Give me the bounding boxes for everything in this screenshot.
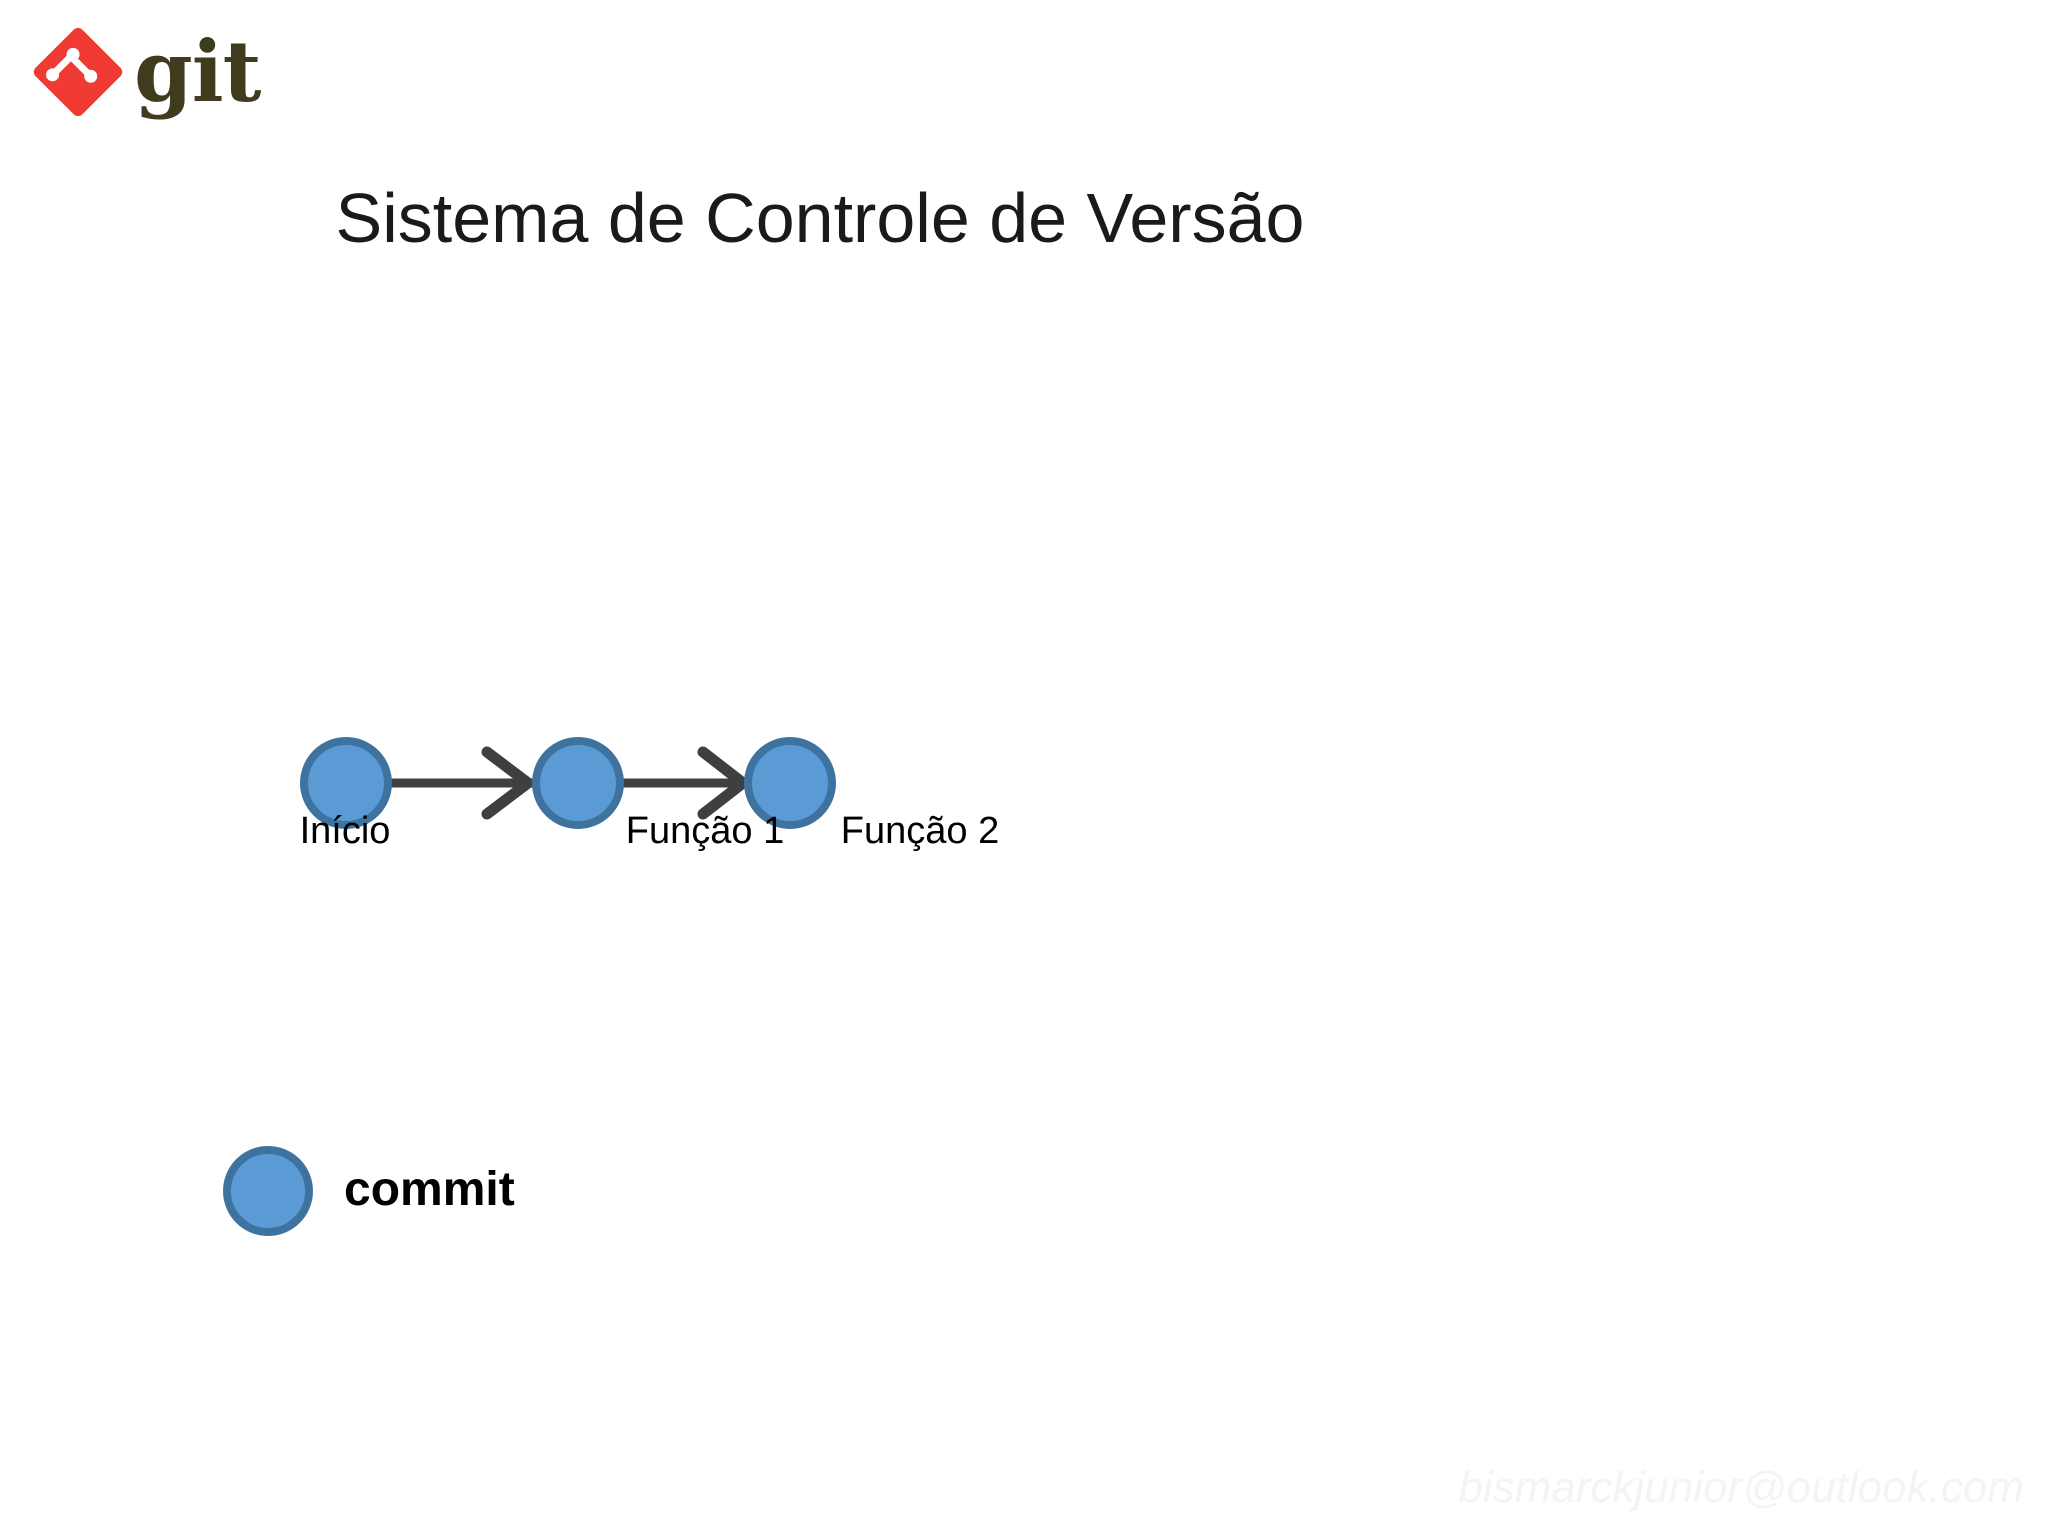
edge-funcao-1-funcao-2 (620, 746, 752, 820)
commit-node-label-funcao-1: Função 1 (625, 810, 785, 852)
git-wordmark: git (134, 22, 261, 121)
git-diamond-icon (28, 22, 128, 122)
commit-node-label-inicio: Início (299, 810, 391, 852)
commit-node-label-funcao-2: Função 2 (840, 810, 1000, 852)
legend-commit-label: commit (344, 1163, 515, 1216)
git-logo: git (28, 18, 298, 128)
page-title: Sistema de Controle de Versão (335, 179, 1305, 257)
edge-inicio-funcao-1 (388, 746, 538, 820)
commit-node-funcao-2 (744, 737, 836, 829)
commit-node-funcao-1 (532, 737, 624, 829)
commit-graph-diagram (280, 690, 1000, 890)
legend-commit-swatch (222, 1145, 314, 1237)
email-watermark: bismarckjunior@outlook.com (1458, 1463, 2024, 1512)
commit-node-inicio (300, 737, 392, 829)
